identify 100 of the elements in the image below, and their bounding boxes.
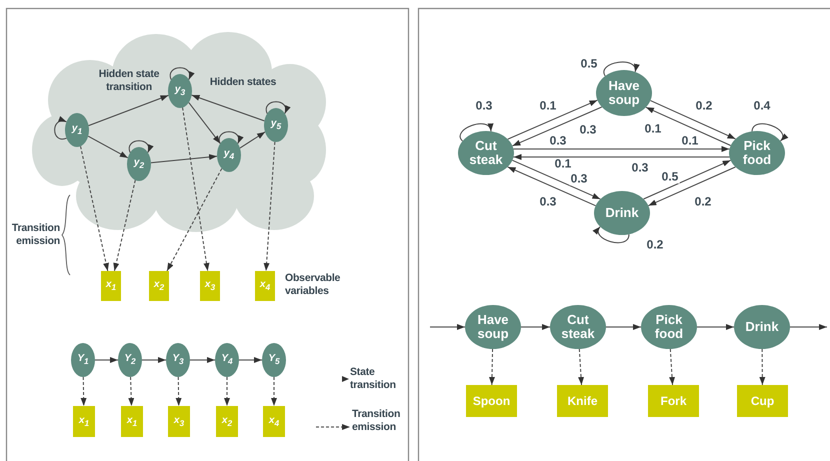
node-label: Y$_{4}$ (221, 354, 233, 366)
arrow (643, 160, 732, 200)
arrow (650, 100, 736, 140)
node-label: x$_{2}$ (154, 280, 164, 292)
node-label: Drink (745, 320, 779, 334)
observation-box (648, 385, 699, 417)
loop-arrow (752, 123, 788, 142)
node-label: x$_{2}$ (222, 416, 232, 428)
node-label: y$_{1}$ (72, 124, 82, 136)
node-label: Cup (750, 394, 774, 408)
state-circle (594, 191, 650, 235)
observation-box (168, 406, 190, 437)
arrow (520, 324, 550, 330)
node-label: x$_{4}$ (260, 280, 270, 292)
loop-arrow (128, 140, 153, 154)
cloud-label: Hidden states (208, 76, 278, 89)
arrow (430, 324, 466, 330)
edge-label: 0.2 (694, 196, 712, 208)
loop-arrow (460, 122, 492, 142)
dashed-arrow (224, 376, 230, 406)
observation-box (255, 271, 275, 301)
state-circle (215, 343, 239, 377)
arrow (513, 154, 730, 160)
observation-box (263, 406, 285, 437)
state-circle (596, 70, 652, 116)
edge-label: 0.1 (644, 122, 662, 136)
observation-box (149, 271, 169, 301)
arrow (512, 160, 601, 200)
arrow (94, 357, 118, 363)
loop-arrow (266, 101, 290, 114)
dashed-arrow (264, 141, 276, 272)
dashed-arrow (271, 376, 277, 406)
node-label: x$_{3}$ (174, 416, 184, 428)
node-label: Knife (568, 394, 598, 408)
arrow (645, 106, 732, 146)
arrow (507, 166, 596, 206)
observation-box (737, 385, 788, 417)
node-label: Y$_{2}$ (124, 354, 136, 366)
edge-label: 0.5 (580, 58, 598, 70)
node-label: y$_{4}$ (224, 149, 234, 161)
arrow (696, 324, 734, 330)
arrow (513, 146, 730, 152)
arrow (191, 94, 265, 122)
arrow (188, 102, 221, 144)
state-circle (262, 343, 286, 377)
dashed-arrow (669, 348, 676, 386)
arrow (606, 324, 642, 330)
observation-box (216, 406, 238, 437)
dashed-arrow (113, 180, 136, 272)
edge-label: 0.1 (680, 134, 700, 148)
note-label: Observable variables (285, 272, 342, 298)
dashed-arrow (166, 168, 222, 272)
edge-label: 0.1 (538, 100, 558, 112)
node-label: x$_{4}$ (268, 416, 280, 428)
node-label: y$_{5}$ (270, 119, 282, 131)
node-label: Y$_{1}$ (77, 354, 89, 366)
observation-box (73, 406, 95, 437)
state-circle (118, 343, 142, 377)
observation-box (121, 406, 143, 437)
legend-label: Transition emission (352, 408, 402, 434)
dashed-arrow (176, 376, 182, 406)
node-label: Pick food (742, 139, 772, 167)
probability-label: 0.1 (554, 158, 572, 170)
edge-label: 0.2 (646, 238, 664, 252)
arrow (88, 94, 169, 126)
node-label: x$_{1}$ (126, 416, 138, 428)
arrow (88, 136, 128, 158)
edge-label: 0.3 (630, 162, 650, 174)
edge-label: 0.3 (538, 196, 558, 208)
edge-label: 0.3 (570, 172, 588, 186)
loop-arrow (603, 62, 638, 76)
cloud-label: Hidden state transition (98, 68, 160, 94)
legend-label: State transition (350, 366, 397, 392)
arrow (512, 106, 602, 146)
loop-arrow (170, 67, 194, 80)
loop-arrow (218, 131, 243, 144)
edge-label: 0.3 (578, 124, 598, 136)
node-label: Have soup (476, 313, 510, 341)
state-circle (729, 131, 785, 175)
arrow (142, 357, 166, 363)
node-label: Fork (660, 394, 686, 408)
node-label: Spoon (472, 394, 510, 408)
node-label: y$_{2}$ (134, 158, 144, 170)
node-label: Y$_{5}$ (268, 354, 280, 366)
dashed-arrow (80, 146, 109, 272)
node-label: Cut steak (468, 139, 504, 167)
dashed-arrow (80, 376, 87, 406)
node-label: Drink (605, 206, 639, 220)
dashed-arrow (578, 348, 584, 386)
probability-label: 0.3 (548, 134, 568, 148)
note-label: Transition emission (10, 222, 60, 248)
edge-label: 0.3 (474, 100, 494, 112)
arrow (507, 100, 598, 140)
loop-arrow (594, 226, 630, 244)
node-label: Pick food (654, 313, 684, 341)
dashed-arrow (128, 376, 134, 406)
dashed-arrow (488, 348, 495, 386)
node-label: Cut steak (560, 313, 596, 341)
dashed-arrow (759, 348, 766, 386)
node-label: x$_{3}$ (204, 280, 216, 292)
